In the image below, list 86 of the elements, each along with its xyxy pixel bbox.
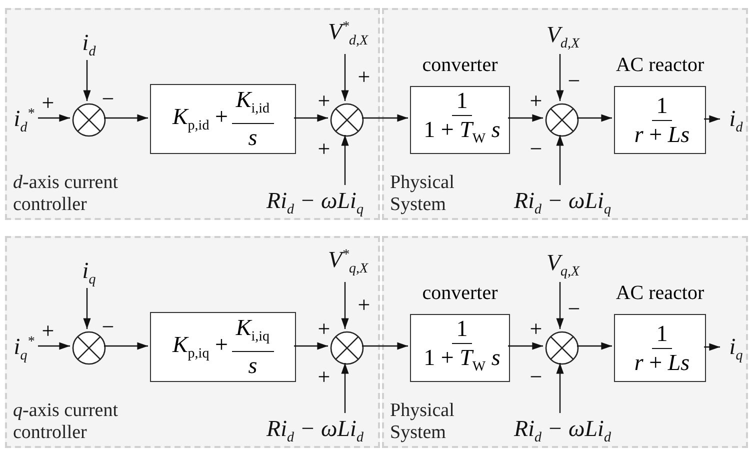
summing-junction xyxy=(545,103,579,137)
sign-label: + xyxy=(356,66,372,88)
numerator: 1 xyxy=(652,92,672,120)
signal-label: Ri$_{d}$ − ωLi$_{d}$ xyxy=(490,415,635,447)
arrow xyxy=(83,288,91,329)
denominator: s xyxy=(247,352,258,380)
arrow xyxy=(556,282,564,329)
denominator: s xyxy=(247,124,258,152)
panel-title: q-axis current controller xyxy=(13,400,119,444)
arrow xyxy=(341,363,349,413)
sign-label: + xyxy=(316,366,332,388)
panel-title: d-axis current controller xyxy=(13,172,119,216)
panel-title: Physical System xyxy=(390,172,456,216)
sign-label: + xyxy=(528,318,544,340)
summing-junction xyxy=(72,331,106,365)
sign-label: + xyxy=(528,90,544,112)
arrow xyxy=(556,363,564,413)
arrow xyxy=(704,115,720,123)
signal-label: V$_{q,X}$ xyxy=(535,246,591,284)
signal-label: Ri$_{d}$ − ωLi$_{q}$ xyxy=(250,187,380,219)
denominator: r + Ls xyxy=(633,120,691,148)
arrow xyxy=(38,114,70,122)
numerator: 1 xyxy=(452,86,472,116)
dashed-panel xyxy=(5,8,380,220)
denominator: r + Ls xyxy=(633,348,691,376)
arrow xyxy=(508,342,543,350)
transfer-function-block xyxy=(150,312,296,382)
arrow xyxy=(362,342,408,350)
arrow xyxy=(341,282,349,329)
block-caption: AC reactor xyxy=(614,54,706,78)
arrow xyxy=(704,343,720,351)
sign-label: − xyxy=(528,138,544,160)
transfer-function-block xyxy=(410,314,510,382)
sign-label: − xyxy=(100,316,116,338)
signal-label: i$_{d}$ xyxy=(722,104,750,138)
arrow xyxy=(577,114,612,122)
arrow xyxy=(556,54,564,101)
signal-label: i$_{q}$ xyxy=(74,256,104,290)
sign-label: + xyxy=(316,90,332,112)
numerator: 1 xyxy=(452,314,472,344)
arrow xyxy=(508,114,543,122)
signal-label: Ri$_{d}$ − ωLi$_{d}$ xyxy=(250,415,380,447)
transfer-function-block xyxy=(150,84,296,154)
arrow xyxy=(83,60,91,101)
dashed-panel xyxy=(382,236,748,448)
arrow xyxy=(38,342,70,350)
arrow xyxy=(294,342,328,350)
block-caption: converter xyxy=(421,282,499,306)
arrow xyxy=(341,54,349,101)
arrow xyxy=(104,342,148,350)
dashed-panel xyxy=(5,236,380,448)
arrow xyxy=(104,114,148,122)
sign-label: − xyxy=(566,298,582,320)
sign-label: + xyxy=(40,320,56,342)
sign-label: − xyxy=(100,88,116,110)
sign-label: + xyxy=(40,92,56,114)
signal-label: Ri$_{d}$ − ωLi$_{q}$ xyxy=(490,187,635,219)
sign-label: + xyxy=(316,138,332,160)
arrow xyxy=(556,135,564,185)
sign-label: − xyxy=(566,70,582,92)
signal-label: V$_{d,X}$ xyxy=(535,18,591,56)
signal-label: i$_{d}$ xyxy=(74,28,104,62)
dashed-panel xyxy=(382,8,748,220)
numerator: 1 xyxy=(652,320,672,348)
arrow xyxy=(341,135,349,185)
sign-label: − xyxy=(528,366,544,388)
gain-term: K$_{p,i}$$_{d}$ + xyxy=(172,104,228,134)
transfer-function-block xyxy=(410,86,510,154)
sign-label: + xyxy=(316,318,332,340)
denominator: 1 + T$_{W}$ s xyxy=(422,344,502,376)
summing-junction xyxy=(545,331,579,365)
arrow xyxy=(577,342,612,350)
block-caption: converter xyxy=(421,54,499,78)
summing-junction xyxy=(330,331,364,365)
arrow xyxy=(294,114,328,122)
gain-term: K$_{p,i}$$_{q}$ + xyxy=(172,332,228,362)
signal-label: i$_{q}$ xyxy=(722,332,750,366)
arrow xyxy=(362,114,408,122)
transfer-function-block xyxy=(614,314,706,382)
summing-junction xyxy=(330,103,364,137)
summing-junction xyxy=(72,103,106,137)
sign-label: + xyxy=(356,294,372,316)
transfer-function-block xyxy=(614,86,706,154)
denominator: 1 + T$_{W}$ s xyxy=(422,116,502,148)
block-caption: AC reactor xyxy=(614,282,706,306)
panel-title: Physical System xyxy=(390,400,456,444)
